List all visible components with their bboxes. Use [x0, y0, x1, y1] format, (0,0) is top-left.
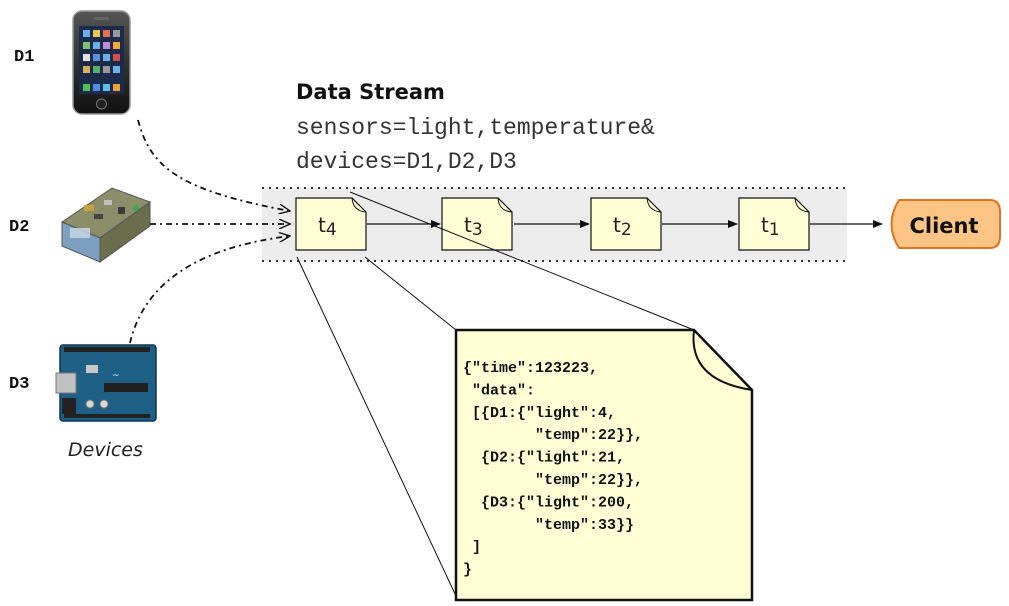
microcontroller-board-icon: ~	[55, 344, 157, 422]
client-node[interactable]: Client	[890, 199, 1001, 249]
sensor-board-icon	[60, 187, 152, 263]
json-note-line: "temp":22}},	[463, 472, 643, 489]
client-label: Client	[909, 214, 978, 238]
stream-query-line1: sensors=light,temperature&	[296, 115, 655, 141]
json-note-line: "temp":22}},	[463, 427, 643, 444]
tuple-t1: t1	[738, 197, 810, 251]
json-note-line: ]	[463, 539, 481, 556]
tuple-label: t3	[464, 213, 483, 240]
tuple-t3: t3	[441, 197, 513, 251]
json-note: {"time":123223, "data": [{D1:{"light":4,…	[454, 328, 754, 602]
tuple-label: t2	[613, 213, 632, 240]
json-note-line: {D3:{"light":200,	[463, 494, 634, 511]
device-connectors	[129, 119, 290, 344]
tuple-label: t1	[761, 213, 780, 240]
zoom-lines	[296, 191, 695, 597]
json-note-text: {"time":123223, "data": [{D1:{"light":4,…	[463, 360, 643, 579]
json-note-line: [{D1:{"light":4,	[463, 405, 616, 422]
json-note-line: "temp":33}}	[463, 517, 634, 534]
tuple-pages: t4 t3 t2 t1	[295, 197, 810, 251]
json-note-line: {"time":123223,	[463, 360, 598, 377]
connector-d1	[137, 119, 290, 211]
device-label-d2: D2	[9, 218, 29, 237]
device-label-d1: D1	[14, 48, 34, 67]
stream-query-line2: devices=D1,D2,D3	[296, 149, 517, 175]
tuple-t2: t2	[590, 197, 662, 251]
devices-caption: Devices	[68, 439, 143, 461]
smartphone-icon	[72, 10, 131, 115]
svg-text:~: ~	[112, 371, 120, 381]
json-note-line: "data":	[463, 382, 535, 399]
device-label-d3: D3	[9, 375, 29, 394]
stream-title: Data Stream	[296, 80, 445, 104]
tuple-t4: t4	[295, 197, 367, 251]
json-note-line: }	[463, 562, 472, 579]
connector-d3	[129, 236, 290, 344]
tuple-label: t4	[318, 213, 337, 240]
json-note-line: {D2:{"light":21,	[463, 450, 625, 467]
